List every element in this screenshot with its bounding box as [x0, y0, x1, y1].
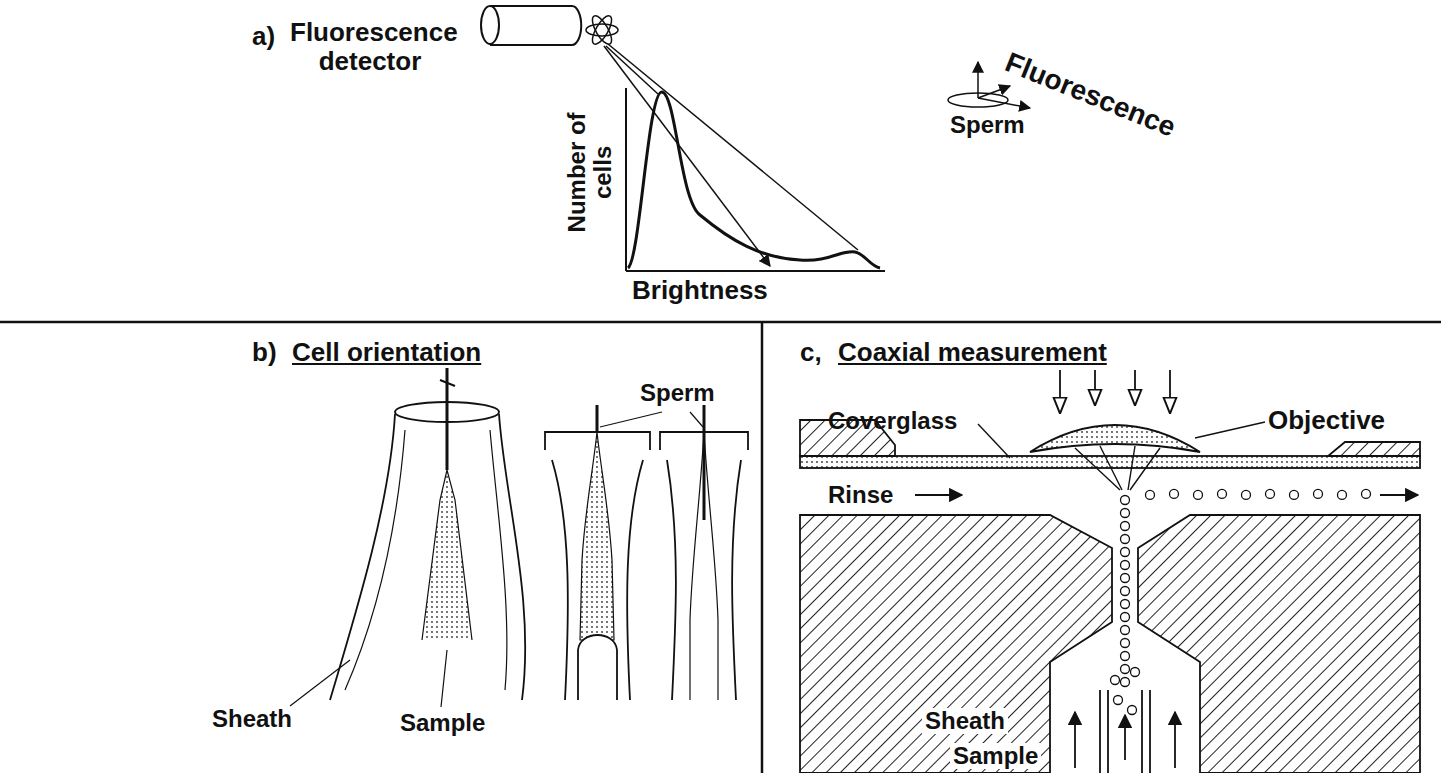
part-name: Coverglass [828, 408, 957, 434]
cell [1121, 613, 1130, 622]
part-name: Sheath [212, 706, 292, 732]
part-name: Objective [1268, 406, 1385, 435]
cell [1121, 548, 1130, 557]
cell [1121, 587, 1130, 596]
part-name: Sperm [640, 380, 715, 406]
part-name: Sperm [950, 112, 1025, 138]
panel-title: Coaxial measurement [838, 338, 1107, 367]
histogram [604, 44, 885, 271]
cell [1266, 489, 1275, 498]
cell [1362, 489, 1371, 498]
cell-stream [1111, 489, 1371, 714]
part-name: Fluorescence detector [290, 18, 450, 75]
axis-label: Number of cells [564, 90, 617, 255]
part-name: Fluorescence [1001, 47, 1180, 143]
cell [1121, 639, 1130, 648]
cell [1218, 489, 1227, 498]
part-name: Sample [400, 710, 485, 736]
cell [1121, 496, 1130, 505]
cell [1114, 696, 1123, 705]
cell [1146, 490, 1155, 499]
cell [1121, 665, 1130, 674]
axis-label: Brightness [632, 276, 768, 305]
cell [1128, 706, 1137, 715]
panel-letter: c, [800, 338, 822, 367]
panel-letter: a) [252, 22, 275, 51]
part-name: Rinse [828, 482, 893, 508]
cell [1121, 652, 1130, 661]
cell [1194, 490, 1203, 499]
divider [0, 321, 1441, 324]
nozzle-right [600, 405, 748, 700]
cell [1121, 600, 1130, 609]
panel-letter: b) [252, 338, 277, 367]
panel-title: Cell orientation [292, 338, 481, 367]
cell [1338, 490, 1347, 499]
nozzle-middle [545, 405, 650, 700]
part-name: Sheath [922, 708, 1008, 734]
cell [1242, 490, 1251, 499]
cell [1131, 668, 1140, 677]
cell [1170, 489, 1179, 498]
emission-symbol [586, 13, 618, 47]
nozzle-left [290, 368, 525, 707]
cell [1121, 522, 1130, 531]
cell [1121, 626, 1130, 635]
part-name: Sample [950, 743, 1041, 769]
cell [1121, 561, 1130, 570]
divider [761, 322, 764, 773]
cell [1290, 490, 1299, 499]
cell [1121, 678, 1130, 687]
coaxial-cell [800, 370, 1420, 773]
cell [1121, 509, 1130, 518]
detector-cylinder [481, 6, 581, 45]
cell [1111, 676, 1120, 685]
cell [1121, 535, 1130, 544]
cell [1314, 489, 1323, 498]
cell [1121, 574, 1130, 583]
